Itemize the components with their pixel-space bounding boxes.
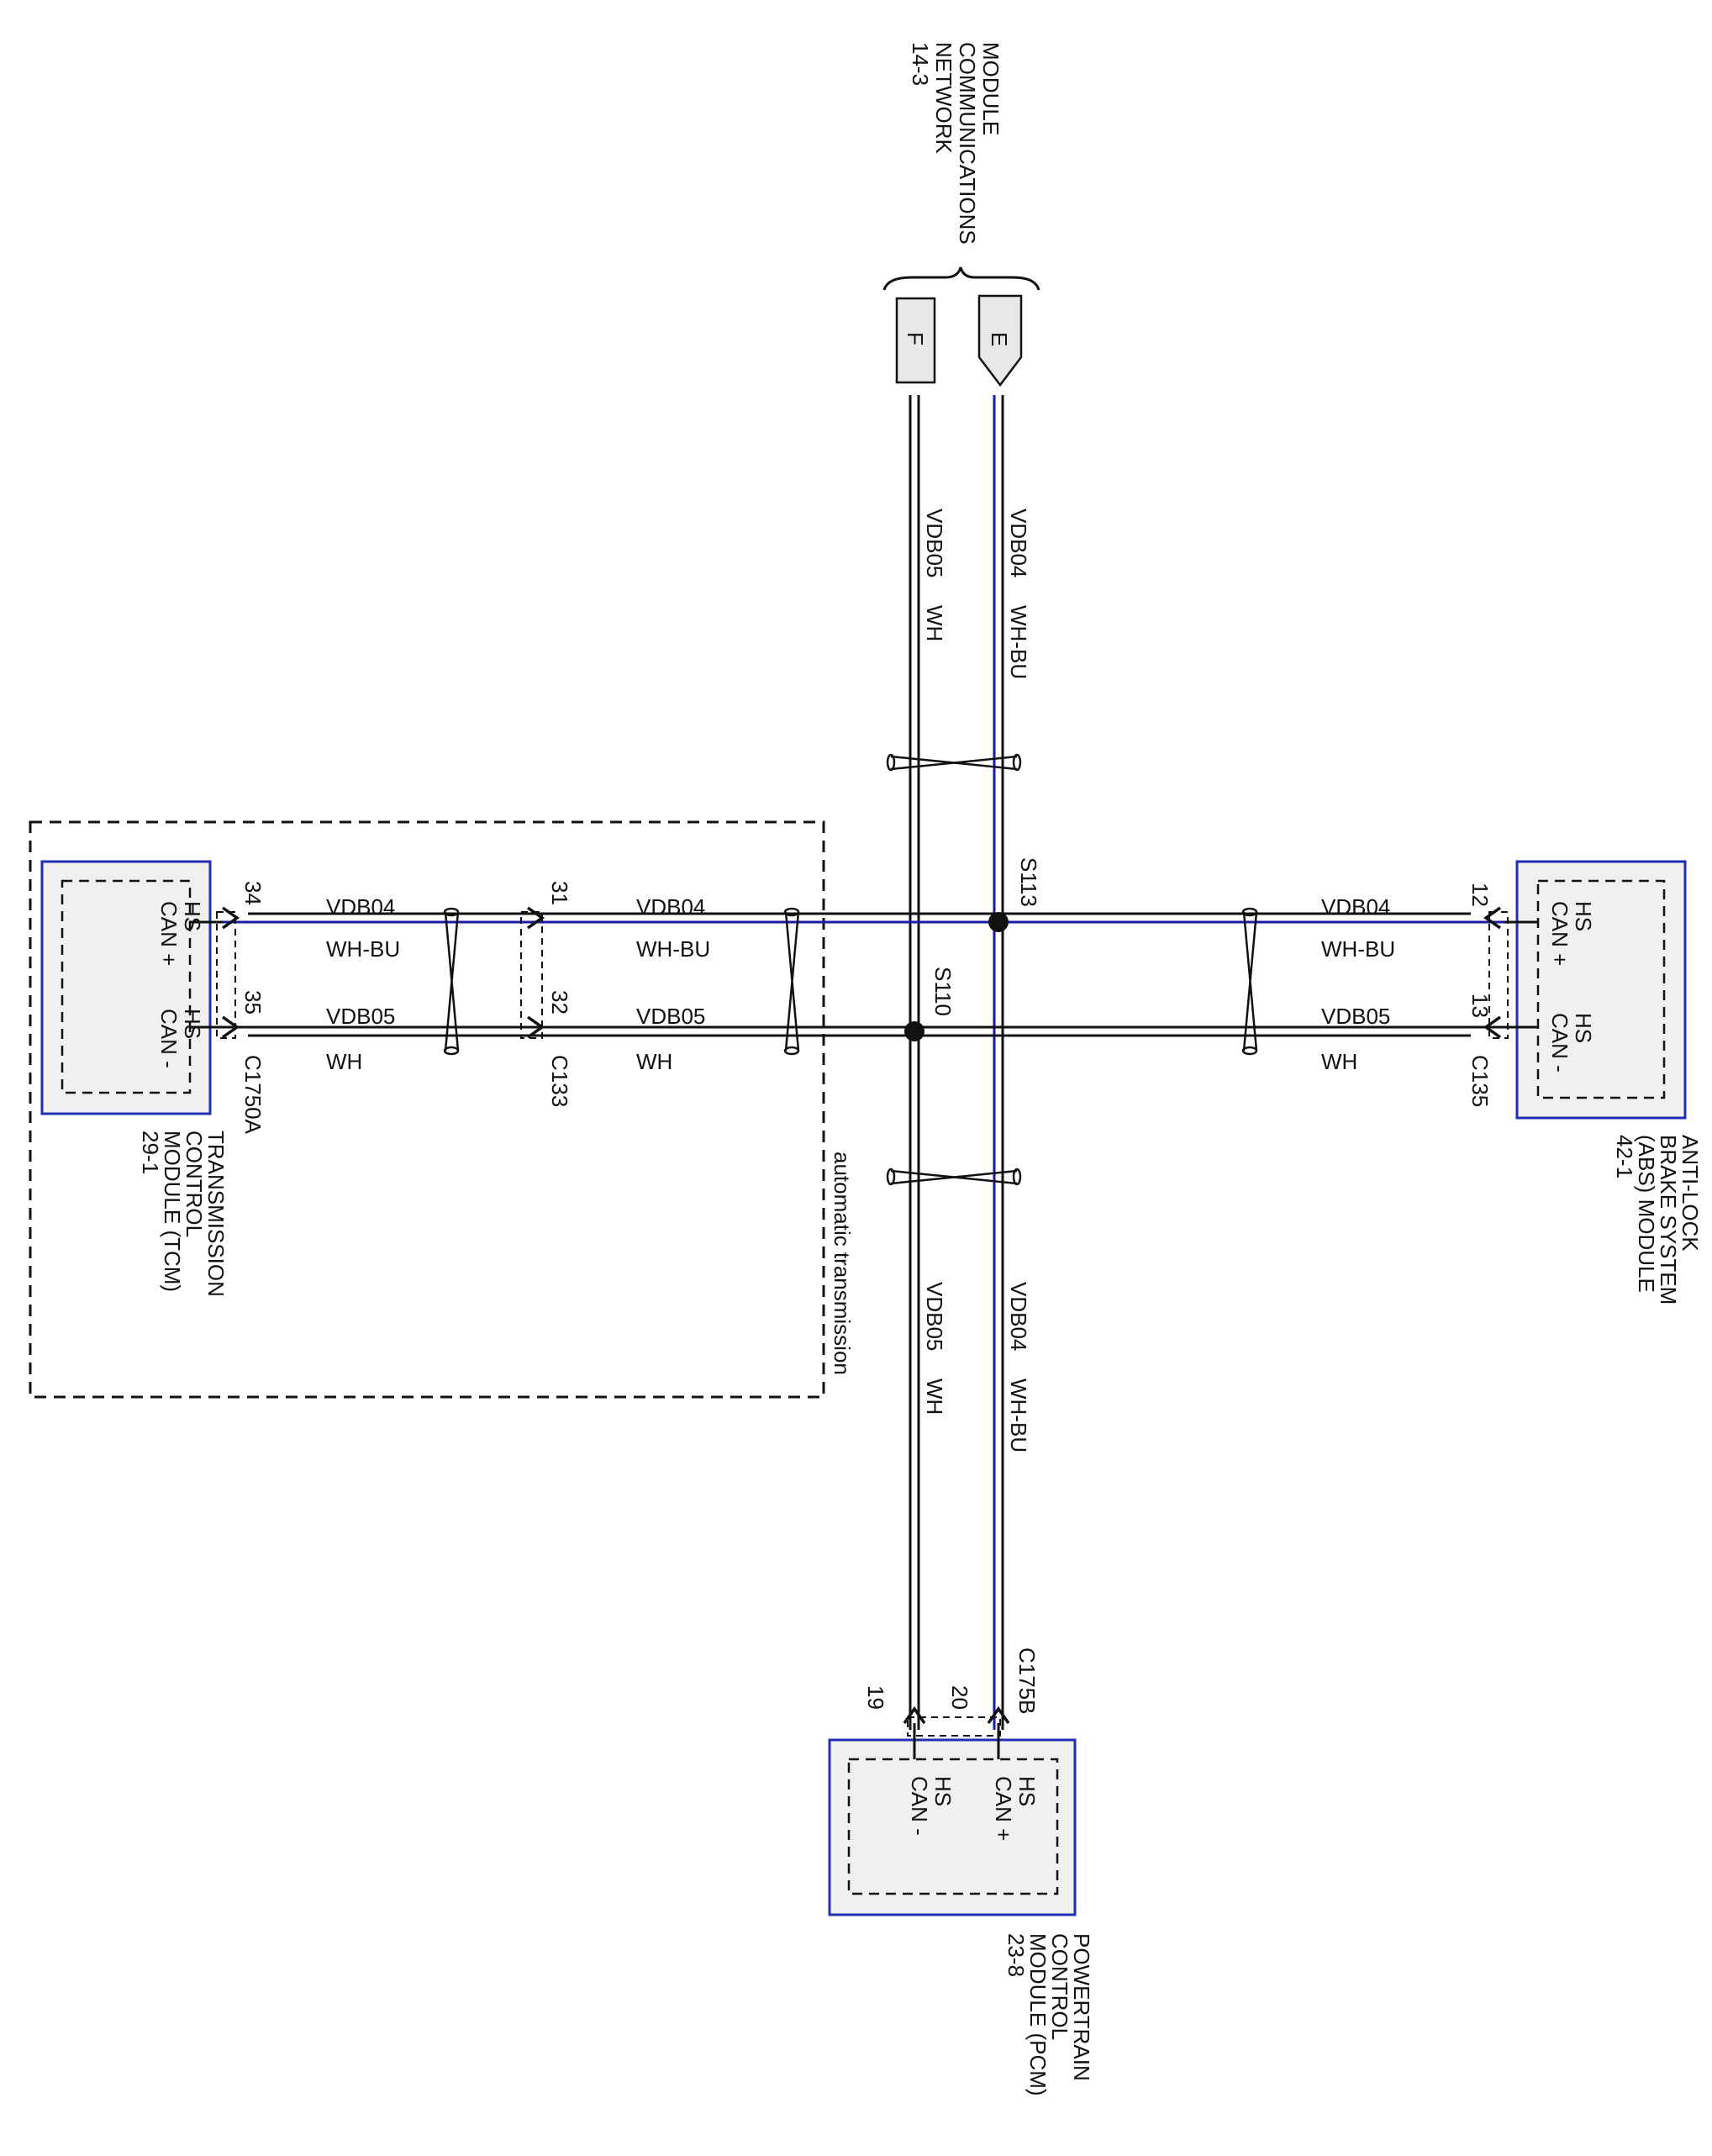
c133-connector-label: C133 [547, 1055, 572, 1107]
mid-wire-vdb04-color: WH-BU [636, 936, 710, 962]
c133-connector-outline [520, 911, 543, 1039]
c175b-connector-outline [907, 1716, 1001, 1737]
tcm-module-box[interactable] [40, 860, 212, 1115]
network-brace-icon [882, 266, 1040, 291]
pcm-connector-label: C175B [1014, 1647, 1040, 1715]
splice-s110-label: S110 [930, 967, 956, 1016]
network-ref-line1: MODULE [978, 42, 1003, 135]
tcm-hs2: HS [180, 1009, 205, 1039]
pcm-module-box[interactable] [828, 1738, 1077, 1916]
c1750a-connector-outline [216, 911, 236, 1039]
abs-connector-label: C135 [1467, 1055, 1493, 1107]
mid-wire-vdb05-color: WH [636, 1049, 672, 1074]
vertical-top-vdb04-label: VDB04 [1006, 509, 1031, 577]
mid-wire-vdb04: VDB04 [636, 894, 705, 920]
tcm-pin-35: 35 [240, 990, 266, 1015]
pcm-page: 23-8 [1003, 1933, 1029, 1977]
abs-name-line3: (ABS) MODULE [1634, 1135, 1659, 1293]
tcm-wire-vdb04: VDB04 [326, 894, 395, 920]
vertical-top-vdb05-color: WH [922, 605, 947, 641]
tcm-wire-vdb05: VDB05 [326, 1004, 395, 1029]
pcm-can-plus: CAN + [991, 1776, 1016, 1841]
vertical-top-vdb05-label: VDB05 [922, 509, 947, 577]
abs-wire-vdb05-color: WH [1321, 1049, 1357, 1074]
module-pin-stubs [189, 920, 1538, 1759]
pcm-name-line3: MODULE (PCM) [1025, 1933, 1051, 2096]
wire-vdb05-horizontal [210, 1025, 1504, 1037]
vertical-bottom-vdb05-label: VDB05 [922, 1282, 947, 1351]
pin-arrow-icon [221, 906, 1502, 1725]
tcm-wire-vdb04-color: WH-BU [326, 936, 400, 962]
vertical-bottom-vdb05-color: WH [922, 1378, 947, 1415]
abs-pin-13: 13 [1467, 994, 1493, 1018]
c135-connector-outline [1488, 911, 1509, 1039]
tcm-name-line3: MODULE (TCM) [160, 1131, 185, 1292]
vertical-bottom-vdb04-label: VDB04 [1006, 1282, 1031, 1351]
connector-f-label: F [903, 332, 928, 345]
wire-vdb04-horizontal [210, 912, 1504, 924]
tcm-page: 29-1 [138, 1131, 163, 1174]
abs-name-line1: ANTI-LOCK [1678, 1135, 1703, 1252]
tcm-name-line1: TRANSMISSION [203, 1131, 229, 1297]
c133-pin-31: 31 [547, 881, 572, 905]
vertical-top-vdb04-color: WH-BU [1006, 605, 1031, 679]
abs-pin-12: 12 [1467, 883, 1493, 907]
network-ref-line2: COMMUNICATIONS [955, 42, 980, 245]
tcm-can-plus: CAN + [156, 901, 182, 966]
twisted-pair-icon [443, 753, 1258, 1186]
c133-pin-32: 32 [547, 990, 572, 1015]
vertical-bottom-vdb04-color: WH-BU [1006, 1378, 1031, 1452]
connector-f-icon [895, 297, 936, 384]
pcm-name-line2: CONTROL [1047, 1933, 1072, 2040]
tcm-connector-label: C1750A [240, 1055, 266, 1135]
network-ref-line3: NETWORK [931, 42, 956, 155]
abs-can-minus: CAN - [1547, 1013, 1572, 1073]
abs-name-line2: BRAKE SYSTEM [1656, 1135, 1681, 1305]
abs-wire-vdb05: VDB05 [1321, 1004, 1390, 1029]
abs-wire-vdb04-color: WH-BU [1321, 936, 1395, 962]
pcm-hs1: HS [1014, 1776, 1040, 1806]
tcm-name-line2: CONTROL [182, 1131, 207, 1237]
pcm-hs2: HS [930, 1776, 956, 1806]
splice-s113-icon [988, 912, 1009, 932]
connector-e-icon [977, 294, 1023, 387]
splice-s113-label: S113 [1016, 857, 1041, 907]
tcm-pin-34: 34 [240, 881, 266, 905]
automatic-transmission-region [29, 820, 825, 1399]
wire-vdb04-vertical [993, 395, 1004, 1730]
abs-page: 42-1 [1612, 1135, 1637, 1178]
abs-wire-vdb04: VDB04 [1321, 894, 1390, 920]
pcm-pin-19: 19 [863, 1685, 888, 1710]
abs-hs1: HS [1571, 901, 1596, 931]
connector-e-label: E [987, 332, 1012, 346]
tcm-can-minus: CAN - [156, 1009, 182, 1068]
network-ref-page: 14-3 [908, 42, 933, 86]
pcm-name-line1: POWERTRAIN [1069, 1933, 1094, 2081]
abs-can-plus: CAN + [1547, 901, 1572, 966]
wire-vdb05-vertical [909, 395, 920, 1730]
mid-wire-vdb05: VDB05 [636, 1004, 705, 1029]
splice-s110-icon [904, 1021, 924, 1041]
pcm-pin-20: 20 [947, 1685, 972, 1710]
abs-module-box[interactable] [1515, 860, 1687, 1120]
abs-hs2: HS [1571, 1013, 1596, 1043]
pcm-can-minus: CAN - [907, 1776, 932, 1836]
tcm-hs1: HS [180, 901, 205, 931]
tcm-wire-vdb05-color: WH [326, 1049, 362, 1074]
automatic-transmission-label: automatic transmission [830, 1152, 855, 1375]
